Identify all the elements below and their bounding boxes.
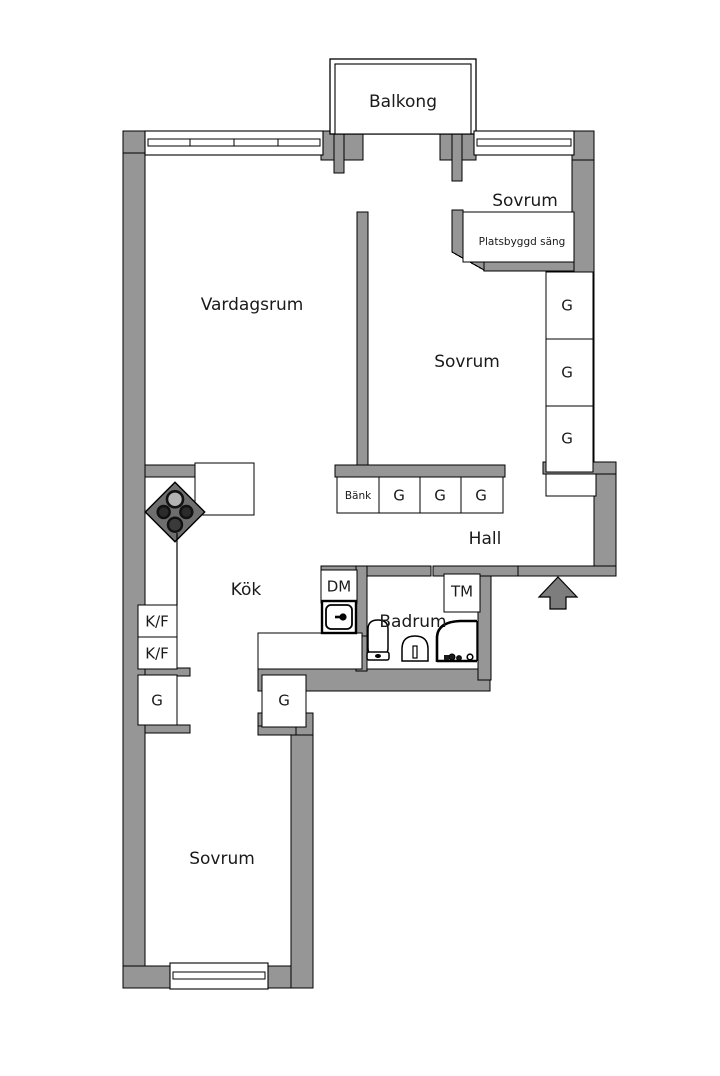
- stove-icon: [144, 481, 206, 543]
- closet-box-kok-g: [137, 674, 178, 726]
- wall-vardagsrum-sovrum: [356, 211, 369, 477]
- wall-top-mid-left-fin: [333, 130, 345, 174]
- wall-top-mid-right-fin: [451, 130, 463, 182]
- closet-box-sovrum-top-1: [545, 271, 594, 340]
- room-label-vardagsrum: Vardagsrum: [201, 295, 304, 315]
- wall-exterior-top-right: [571, 130, 595, 161]
- sink-icon: [320, 599, 358, 635]
- wall-hall-right: [593, 461, 617, 575]
- wall-kitchen-top: [144, 464, 196, 478]
- wall-bedroom-lower-right: [290, 734, 314, 989]
- shower-icon: [435, 619, 478, 663]
- window-vardagsrum: [144, 130, 324, 156]
- platsbyggd-sang-box: [462, 211, 575, 263]
- platsbyggd-sang-group: Platsbyggd säng: [462, 211, 575, 263]
- washbasin-icon: [401, 635, 429, 662]
- room-label-badrum: Badrum: [379, 612, 446, 632]
- closet-label-sovrum-top-2: G: [561, 364, 573, 382]
- closet-label-hall-3: G: [475, 487, 487, 505]
- balcony-group: Balkong: [329, 58, 477, 135]
- balcony-inner: [334, 63, 472, 135]
- closet-box-hall-low-g: [261, 674, 307, 728]
- closet-box-kf-2: [137, 636, 178, 670]
- closet-label-hall-2: G: [434, 487, 446, 505]
- fixture-label-dm: DM: [327, 578, 352, 596]
- room-labels: Vardagsrum Sovrum Sovrum Hall Kök Badrum…: [189, 191, 558, 869]
- kitchen-counter-lower: [257, 632, 363, 670]
- closet-labels: G G G G G G K/F K/F G G Bänk DM TM: [145, 297, 573, 710]
- closet-box-bank: [336, 476, 380, 514]
- fixture-label-platsbyggd-sang: Platsbyggd säng: [479, 236, 566, 248]
- wall-dm-divider: [355, 565, 368, 637]
- toilet-icon: [366, 619, 390, 661]
- closet-label-kf-2: K/F: [145, 645, 169, 663]
- room-label-balkong: Balkong: [369, 92, 437, 112]
- fixture-label-bank: Bänk: [345, 490, 372, 502]
- dm-box: [320, 569, 358, 604]
- windows-group: [144, 130, 575, 990]
- closet-box-hall-1: [378, 476, 421, 514]
- wall-hall-bottom: [517, 565, 617, 577]
- closet-label-sovrum-top-3: G: [561, 430, 573, 448]
- closet-label-kf-1: K/F: [145, 613, 169, 631]
- entrance-arrow-icon: [537, 576, 579, 610]
- closet-label-hall-1: G: [393, 487, 405, 505]
- closet-label-sovrum-top-1: G: [561, 297, 573, 315]
- room-label-sovrum-bottom: Sovrum: [189, 849, 255, 869]
- room-label-kok: Kök: [231, 580, 262, 600]
- tm-box: [443, 573, 481, 613]
- wall-exterior-top-left-stub: [122, 130, 146, 154]
- closet-group: [137, 271, 597, 728]
- wall-above-hall-closets: [334, 464, 506, 478]
- closet-label-hall-low-g: G: [278, 692, 290, 710]
- fixture-label-tm: TM: [450, 583, 473, 601]
- kitchen-counter-top: [194, 462, 255, 516]
- closet-box-hall-niche: [545, 473, 597, 497]
- closet-box-hall-3: [460, 476, 504, 514]
- room-label-hall: Hall: [469, 529, 502, 549]
- window-sovrum-top: [473, 130, 575, 156]
- room-label-sovrum-top: Sovrum: [492, 191, 558, 211]
- wall-kok-ledge-2: [144, 724, 191, 734]
- window-sovrum-bottom: [169, 962, 269, 990]
- closet-box-sovrum-top-3: [545, 405, 594, 473]
- room-label-sovrum-mid: Sovrum: [434, 352, 500, 372]
- closet-label-kok-g: G: [151, 692, 163, 710]
- wall-exterior-left: [122, 130, 146, 989]
